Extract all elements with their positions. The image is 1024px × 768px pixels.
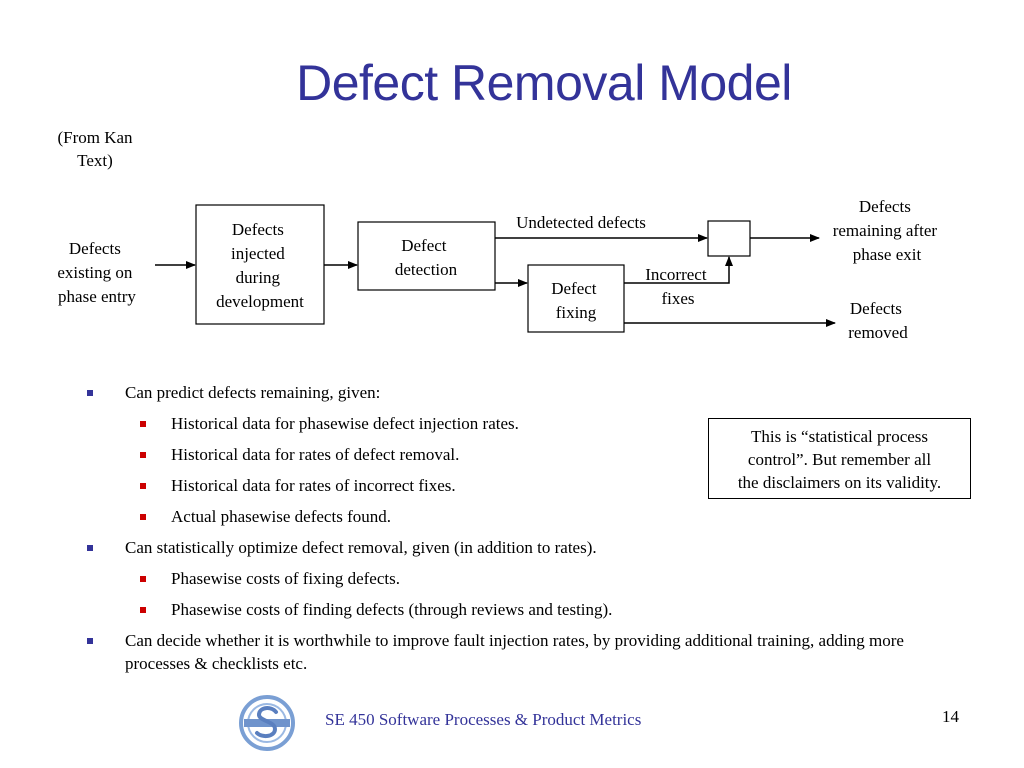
sub-bullet-item: Historical data for rates of defect remo…	[80, 443, 960, 466]
bullet-text: Can statistically optimize defect remova…	[125, 538, 597, 557]
removed-label: Defects removed	[848, 299, 908, 342]
bullet-item: Can predict defects remaining, given:	[80, 381, 960, 404]
injection-box-line: development	[216, 292, 304, 311]
incorrect-fixes-label: Incorrect fixes	[645, 265, 711, 308]
bullet-item: Can decide whether it is worthwhile to i…	[80, 629, 960, 675]
injection-box-label: Defects injected during development	[216, 220, 304, 311]
sub-bullet-text: Actual phasewise defects found.	[171, 507, 391, 526]
input-label-line: Defects	[69, 239, 121, 258]
page-number: 14	[942, 707, 959, 726]
injection-box	[195, 204, 325, 325]
defect-removal-diagram: Defects existing on phase entry Defects …	[57, 197, 942, 342]
bullet-text: Can predict defects remaining, given:	[125, 383, 381, 402]
bullet-marker	[87, 390, 93, 396]
sub-bullet-marker	[140, 452, 146, 458]
incorrect-fixes-arrow	[624, 256, 733, 284]
bullet-marker	[87, 638, 93, 644]
remaining-label-line: Defects	[859, 197, 911, 216]
fixing-box	[527, 264, 625, 333]
sub-bullet-item: Phasewise costs of finding defects (thro…	[80, 598, 960, 621]
injection-box-line: Defects	[232, 220, 284, 239]
bullet-list: Can predict defects remaining, given: Hi…	[80, 381, 960, 683]
sub-bullet-marker	[140, 483, 146, 489]
remaining-label: Defects remaining after phase exit	[833, 197, 942, 264]
detection-box-label: Defect detection	[395, 236, 458, 279]
input-label: Defects existing on phase entry	[57, 239, 136, 306]
incorrect-fixes-line: fixes	[661, 289, 694, 308]
detection-box-line: Defect	[401, 236, 447, 255]
removed-label-line: removed	[848, 323, 908, 342]
injection-box-line: during	[236, 268, 281, 287]
bullet-item: Can statistically optimize defect remova…	[80, 536, 960, 559]
bullet-marker	[87, 545, 93, 551]
bullet-text: Can decide whether it is worthwhile to i…	[125, 631, 904, 673]
detection-box-line: detection	[395, 260, 458, 279]
sub-bullet-item: Phasewise costs of fixing defects.	[80, 567, 960, 590]
input-label-line: phase entry	[58, 287, 136, 306]
callout-box: This is “statistical process control”. B…	[708, 418, 971, 499]
sub-bullet-item: Historical data for phasewise defect inj…	[80, 412, 960, 435]
sub-bullet-item: Historical data for rates of incorrect f…	[80, 474, 960, 497]
remaining-label-line: phase exit	[853, 245, 922, 264]
sub-bullet-marker	[140, 514, 146, 520]
callout-line: This is “statistical process	[750, 427, 929, 446]
sub-bullet-text: Historical data for phasewise defect inj…	[171, 414, 519, 433]
sub-bullet-marker	[140, 421, 146, 427]
sub-bullet-text: Phasewise costs of finding defects (thro…	[171, 600, 613, 619]
detection-box	[357, 221, 496, 291]
se-logo-icon	[239, 695, 295, 751]
fixing-box-line: fixing	[556, 303, 597, 322]
sub-bullet-marker	[140, 576, 146, 582]
source-note-line: (From Kan	[57, 128, 133, 147]
slide-title: Defect Removal Model	[296, 55, 792, 111]
injection-box-line: injected	[231, 244, 285, 263]
incorrect-fixes-line: Incorrect	[645, 265, 707, 284]
fixing-box-label: Defect fixing	[551, 279, 601, 322]
sub-bullet-text: Historical data for rates of defect remo…	[171, 445, 460, 464]
source-note: (From Kan Text)	[40, 126, 150, 172]
sub-bullet-text: Historical data for rates of incorrect f…	[171, 476, 456, 495]
sub-bullet-marker	[140, 607, 146, 613]
sub-bullet-item: Actual phasewise defects found.	[80, 505, 960, 528]
remaining-label-line: remaining after	[833, 221, 938, 240]
sub-bullet-text: Phasewise costs of fixing defects.	[171, 569, 400, 588]
fixing-box-line: Defect	[551, 279, 597, 298]
callout-line: the disclaimers on its validity.	[737, 473, 942, 492]
callout-line: control”. But remember all	[747, 450, 932, 469]
undetected-label: Undetected defects	[516, 213, 646, 232]
removed-label-line: Defects	[850, 299, 902, 318]
footer-text: SE 450 Software Processes & Product Metr…	[325, 710, 642, 729]
source-note-line: Text)	[77, 151, 113, 170]
input-label-line: existing on	[57, 263, 133, 282]
summing-box	[707, 220, 751, 257]
